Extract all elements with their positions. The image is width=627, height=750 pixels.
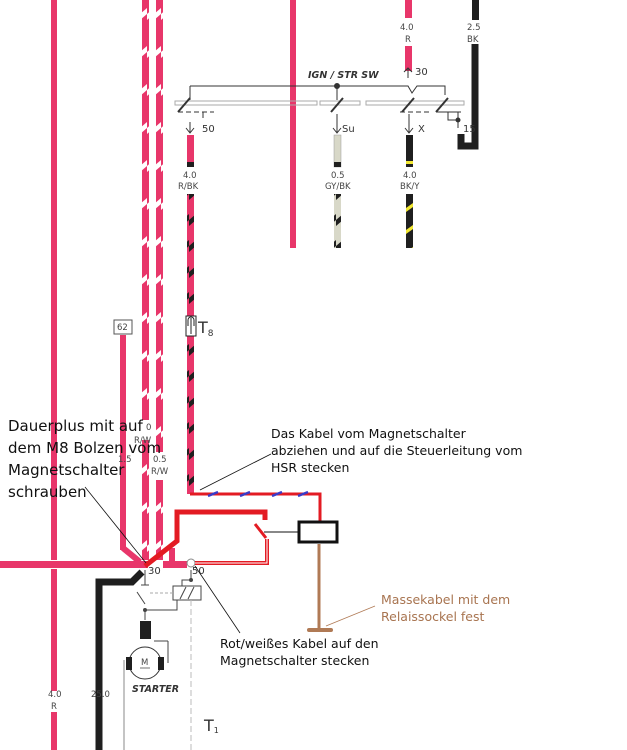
rw1-partial: 0 [146, 423, 151, 433]
bottom-red-color: R [51, 702, 57, 712]
terminal-50-label: 50 [202, 124, 215, 135]
wire-left-red-lower [51, 569, 57, 691]
dauerplus-line-1: Dauerplus mit auf [8, 417, 144, 435]
annotation-rotweiss: Rot/weißes Kabel auf den Magnetschalter … [220, 636, 379, 668]
kabel-line-3: HSR stecken [271, 460, 349, 475]
wire-50-upper [187, 135, 194, 167]
starter-circuit [123, 570, 202, 750]
dauerplus-line-3: Magnetschalter [8, 461, 125, 479]
w50-gauge: 4.0 [183, 171, 197, 181]
wx-gauge: 4.0 [403, 171, 417, 181]
dauerplus-line-4: schrauben [8, 483, 87, 501]
wire-top-red-lower [405, 46, 412, 71]
masse-line-2: Relaissockel fest [381, 609, 484, 624]
solenoid-block [140, 621, 151, 639]
rw2-color: R/W [151, 467, 169, 477]
added-power-wire [143, 509, 268, 568]
wire-x-upper-tip [406, 161, 413, 164]
top-red-color: R [405, 35, 411, 45]
wire-su-upper-tip [334, 162, 341, 167]
terminal-30-label: 30 [415, 67, 428, 78]
t8-label: T8 [197, 318, 214, 339]
t8-connector-icon [185, 315, 197, 337]
added-output-wire [195, 539, 269, 565]
terminal-15-label: 15 [463, 124, 476, 135]
added-blue-dashes [207, 490, 309, 498]
added-output-wire-inner [195, 539, 268, 564]
rotweiss-line-2: Magnetschalter stecken [220, 653, 369, 668]
wire-mid-red [290, 0, 296, 248]
wire-rw-1 [142, 0, 149, 420]
top-black-color: BK [467, 35, 479, 45]
wire-rw-1-lower [142, 440, 149, 560]
wire-black-25 [95, 569, 145, 750]
wire-rw-2 [156, 0, 163, 452]
wsu-gauge: 0.5 [331, 171, 345, 181]
ignition-switch [174, 67, 465, 134]
bottom-black-gauge: 25.0 [91, 690, 110, 700]
w50-color: R/BK [178, 182, 199, 192]
leader-rotweiss [194, 565, 241, 634]
rw1-color: R/W [134, 436, 152, 446]
annotation-dauerplus: Dauerplus mit auf dem M8 Bolzen vom Magn… [8, 417, 161, 501]
wire-rw-2-lower [156, 480, 163, 560]
kabel-line-1: Das Kabel vom Magnetschalter [271, 426, 467, 441]
ign-switch-label: IGN / STR SW [308, 70, 379, 81]
starter-term30: 30 [148, 566, 161, 577]
wire-62 [120, 335, 126, 550]
rotweiss-line-1: Rot/weißes Kabel auf den [220, 636, 379, 651]
wire-50-lower [187, 194, 194, 494]
connector-62-label: 62 [117, 323, 128, 333]
wire-top-black-lower [457, 44, 479, 150]
wire-left-red-bottom [51, 712, 57, 750]
wire-50-upper-tip [187, 162, 194, 167]
wire-left-red-vertical [51, 0, 57, 560]
added-control-wire [190, 492, 322, 522]
rw2-gauge: 0.5 [153, 455, 167, 465]
dauerplus-line-2: dem M8 Bolzen vom [8, 439, 161, 457]
annotation-kabel: Das Kabel vom Magnetschalter abziehen un… [271, 426, 522, 475]
wx-color: BK/Y [400, 182, 420, 192]
leader-masse [325, 605, 376, 627]
kabel-line-2: abziehen und auf die Steuerleitung vom [271, 443, 522, 458]
rw1-gauge: 1.5 [118, 455, 132, 465]
starter-label: STARTER [132, 684, 179, 695]
terminal-x-label: X [418, 124, 425, 135]
bottom-red-gauge: 4.0 [48, 690, 62, 700]
terminal-su-label: Su [342, 124, 355, 135]
wire-top-red-upper [405, 0, 412, 18]
wire-top-black-upper [472, 0, 479, 20]
wsu-color: GY/BK [325, 182, 351, 192]
masse-line-1: Massekabel mit dem [381, 592, 510, 607]
wire-x-upper [406, 135, 413, 167]
motor-symbol: M [141, 658, 148, 668]
wire-62-bend [121, 545, 142, 565]
connector-62-box [113, 319, 133, 335]
starter-bus-pink [163, 561, 187, 568]
added-relay-contact [253, 523, 268, 539]
wire-su-lower [334, 194, 341, 248]
top-red-gauge: 4.0 [400, 23, 414, 33]
t1-label: T1 [203, 716, 219, 735]
relay-box [297, 520, 339, 544]
top-black-gauge: 2.5 [467, 23, 481, 33]
wire-red-bus-horizontal [0, 561, 148, 568]
leader-dauerplus [84, 486, 147, 564]
leader-kabel [199, 453, 272, 491]
annotation-masse: Massekabel mit dem Relaissockel fest [381, 592, 510, 624]
starter-motor-icon [126, 646, 164, 680]
wire-x-lower [406, 194, 413, 248]
